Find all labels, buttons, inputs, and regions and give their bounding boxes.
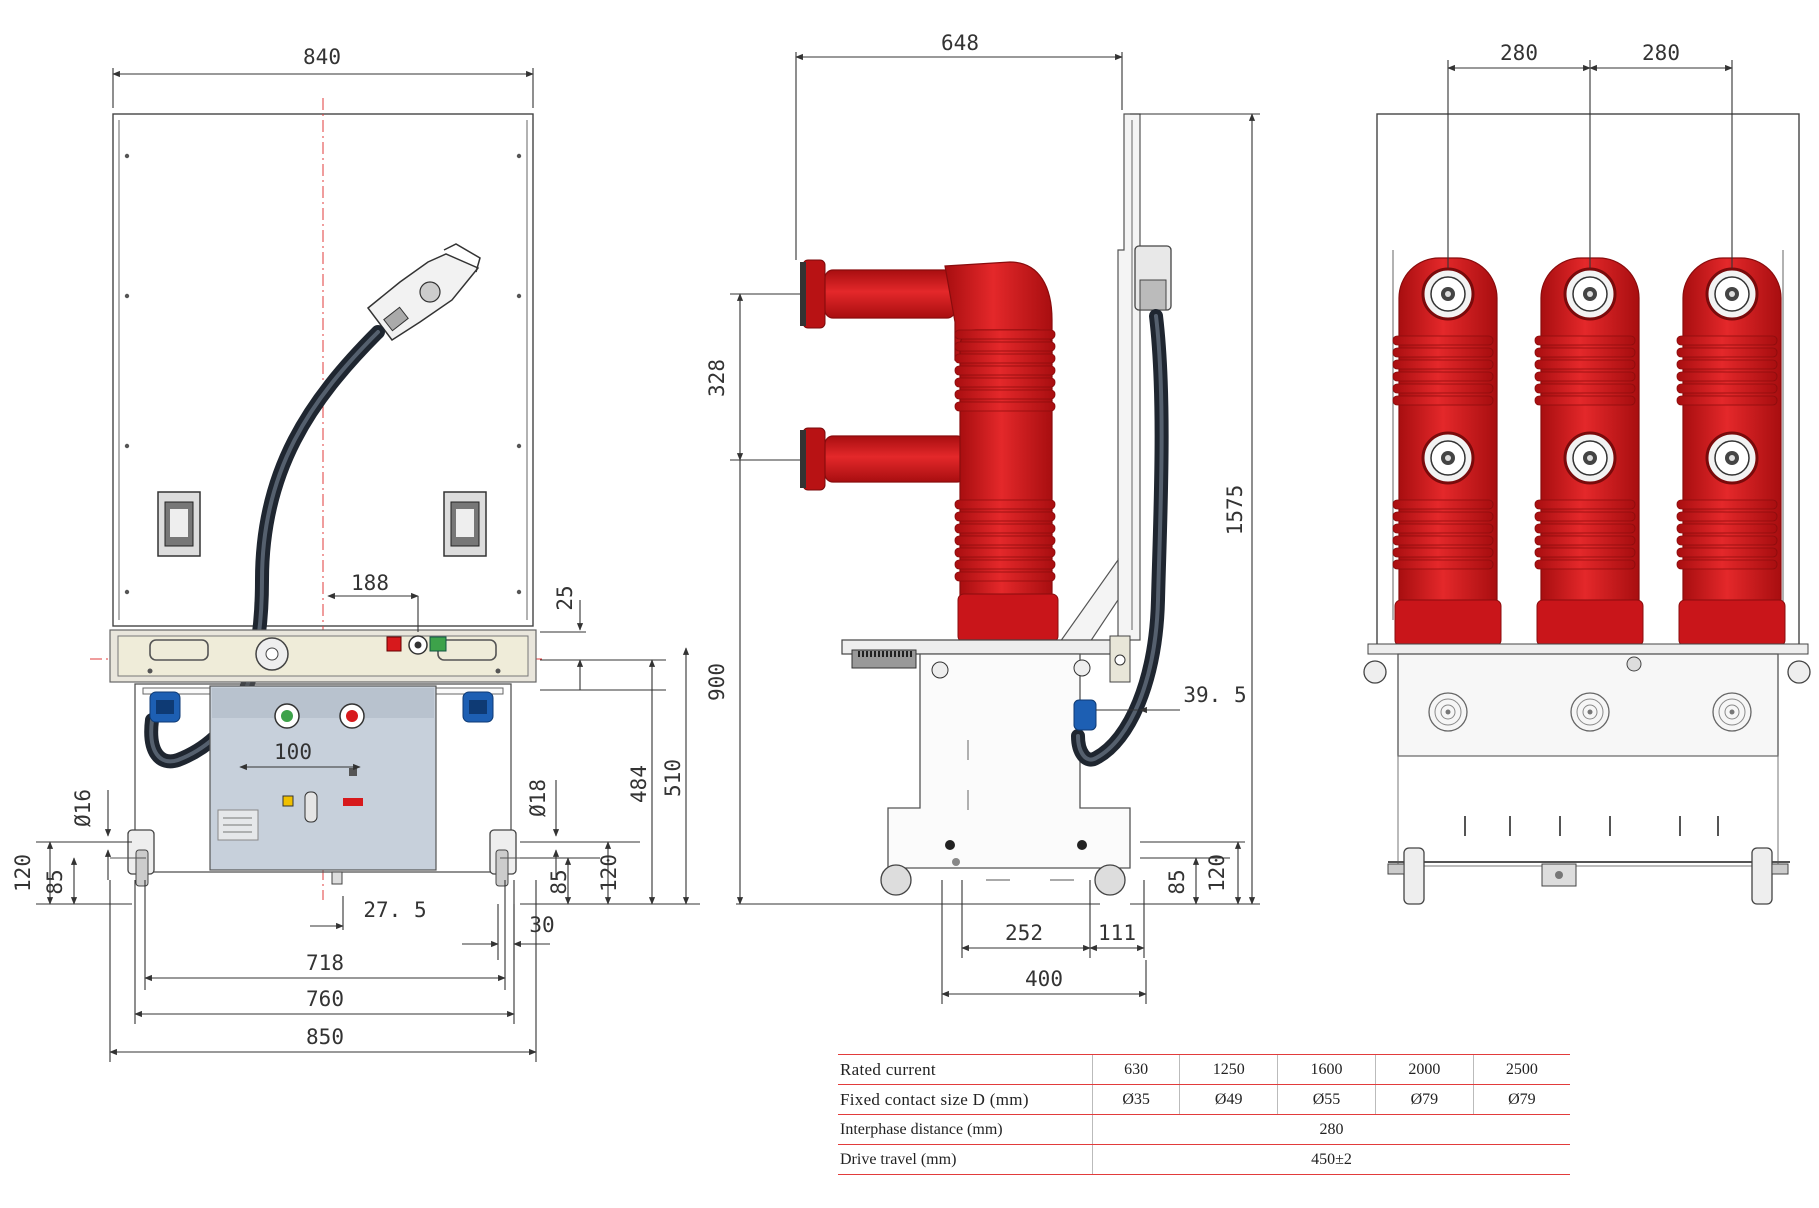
table-row: Drive travel (mm) 450±2 xyxy=(838,1144,1570,1175)
dim-rear-280-left: 280 xyxy=(1500,41,1538,65)
blue-indicator-left xyxy=(149,691,181,723)
table-cell-merged: 450±2 xyxy=(1092,1144,1570,1175)
dim-side-648: 648 xyxy=(941,31,979,55)
rear-pole-right xyxy=(1676,257,1786,647)
operating-mechanism-panel xyxy=(209,685,437,871)
table-cell: 2500 xyxy=(1472,1054,1570,1085)
table-cell: 2000 xyxy=(1374,1054,1474,1085)
table-cell: Ø79 xyxy=(1374,1084,1474,1115)
table-row: Fixed contact size D (mm) Ø35 Ø49 Ø55 Ø7… xyxy=(838,1084,1570,1115)
blue-indicator-right xyxy=(462,691,494,723)
dim-front-phi18: Ø18 xyxy=(526,779,550,817)
rear-pole-center xyxy=(1534,257,1644,647)
row-label: Fixed contact size D (mm) xyxy=(838,1084,1093,1115)
side-blue-indicator xyxy=(1073,699,1097,731)
dim-side-900: 900 xyxy=(705,663,729,701)
dim-front-840: 840 xyxy=(303,45,341,69)
table-cell: Ø49 xyxy=(1179,1084,1278,1115)
lower-contact-arm xyxy=(800,427,966,491)
dim-side-85: 85 xyxy=(1165,869,1189,894)
front-view: 840 188 25 100 Ø16 Ø18 120 85 85 120 484 xyxy=(11,45,700,1062)
dim-front-760: 760 xyxy=(306,987,344,1011)
dim-side-252: 252 xyxy=(1005,921,1043,945)
dim-front-85-right: 85 xyxy=(547,869,571,894)
table-row: Rated current 630 1250 1600 2000 2500 xyxy=(838,1054,1570,1085)
table-cell: Ø35 xyxy=(1091,1084,1180,1115)
dim-side-39-5: 39. 5 xyxy=(1183,683,1246,707)
dim-front-510: 510 xyxy=(661,759,685,797)
front-wheel-right xyxy=(489,829,517,887)
table-cell: 1600 xyxy=(1277,1054,1376,1085)
dim-front-85-left: 85 xyxy=(43,869,67,894)
row-label: Rated current xyxy=(838,1054,1093,1085)
rear-view: 280 280 xyxy=(1363,41,1811,905)
dim-side-120: 120 xyxy=(1205,854,1229,892)
side-back-plate xyxy=(1117,113,1141,641)
side-base-frame xyxy=(841,635,1131,896)
row-label: Interphase distance (mm) xyxy=(838,1114,1093,1145)
door-handle-left xyxy=(157,491,201,557)
dim-rear-280-right: 280 xyxy=(1642,41,1680,65)
dim-side-328: 328 xyxy=(705,359,729,397)
front-wheel-left xyxy=(127,829,155,887)
table-cell-merged: 280 xyxy=(1092,1114,1570,1145)
door-handle-right xyxy=(443,491,487,557)
specification-table: Rated current 630 1250 1600 2000 2500 Fi… xyxy=(838,1054,1570,1175)
front-chassis-bar xyxy=(109,629,537,683)
dim-front-100: 100 xyxy=(274,740,312,764)
table-cell: Ø79 xyxy=(1472,1084,1570,1115)
dim-front-27-5: 27. 5 xyxy=(363,898,426,922)
table-cell: Ø55 xyxy=(1277,1084,1376,1115)
table-row: Interphase distance (mm) 280 xyxy=(838,1114,1570,1145)
table-cell: 1250 xyxy=(1179,1054,1278,1085)
dim-front-30: 30 xyxy=(529,913,554,937)
dim-front-188: 188 xyxy=(351,571,389,595)
dim-side-111: 111 xyxy=(1098,921,1136,945)
secondary-plug-connector xyxy=(366,243,481,342)
side-insulator-body xyxy=(954,329,1059,643)
rear-pole-left xyxy=(1392,257,1502,647)
dim-front-120-right: 120 xyxy=(597,854,621,892)
dim-front-484: 484 xyxy=(627,765,651,803)
dim-front-718: 718 xyxy=(306,951,344,975)
dim-side-1575: 1575 xyxy=(1223,485,1247,536)
dim-front-120-left: 120 xyxy=(11,854,35,892)
row-label: Drive travel (mm) xyxy=(838,1144,1093,1175)
table-cell: 630 xyxy=(1091,1054,1180,1085)
dim-side-400: 400 xyxy=(1025,967,1063,991)
dim-front-phi16: Ø16 xyxy=(71,789,95,827)
rear-chassis xyxy=(1363,643,1811,905)
dim-front-25: 25 xyxy=(553,585,577,610)
dim-front-850: 850 xyxy=(306,1025,344,1049)
side-view: 648 328 900 1575 39. 5 252 111 400 85 12… xyxy=(705,31,1260,1004)
